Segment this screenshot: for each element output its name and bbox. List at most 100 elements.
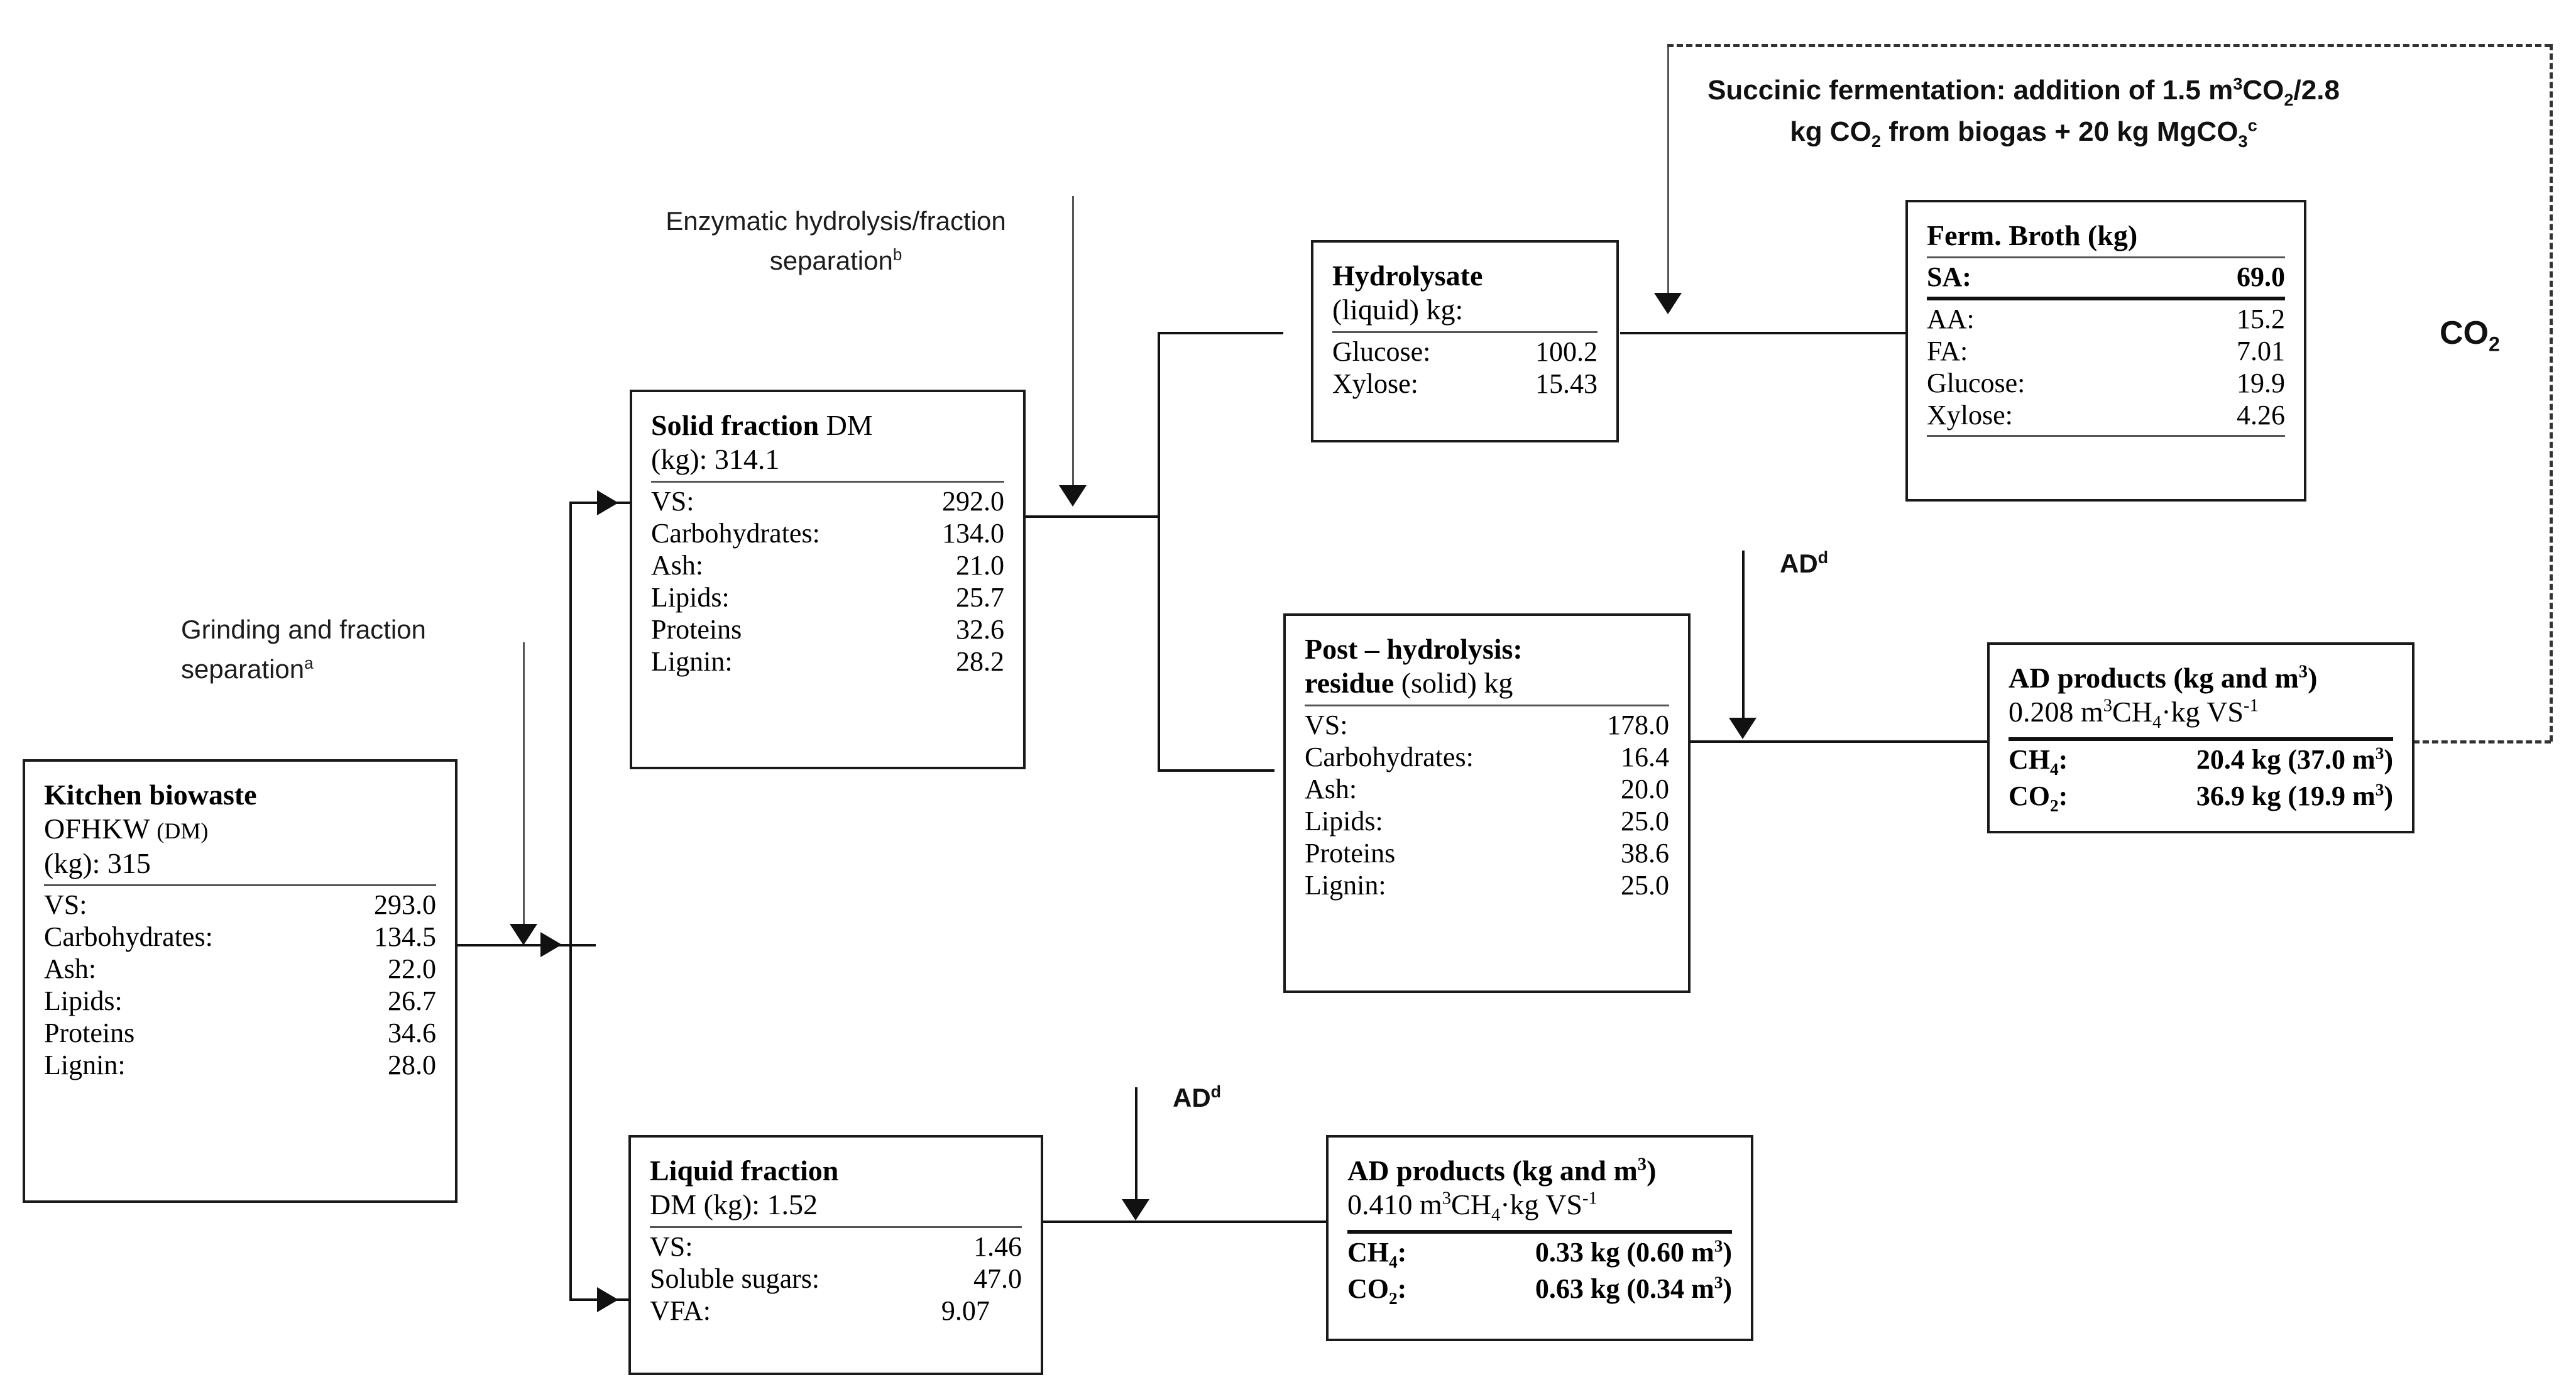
table-row: AA:15.2 (1927, 303, 2285, 335)
row-value: 32.6 (956, 613, 1004, 645)
table-row: Glucose:100.2 (1332, 336, 1598, 368)
row-key: Ash: (1305, 773, 1357, 804)
row-key: CO2: (2009, 780, 2114, 816)
row-key: CO2: (1347, 1273, 1453, 1308)
table-row: Carbohydrates:134.5 (44, 921, 436, 953)
box-solid-fraction[interactable]: Solid fraction DM (kg): 314.1 VS:292.0 C… (630, 390, 1026, 769)
table-row: VS:178.0 (1305, 709, 1669, 741)
succinic-line1-b: CO (2242, 75, 2284, 106)
post-hydrolysis-solid-kg: (solid) kg (1401, 667, 1513, 700)
liquid-fraction-dm: DM (kg): 1.52 (650, 1188, 818, 1221)
annotation-grinding-note: a (304, 654, 314, 672)
row-value: 178.0 (1607, 709, 1669, 740)
row-key-b: : (2058, 744, 2068, 776)
connector-hydrolysate-to-broth (1620, 332, 1909, 334)
solid-fraction-table: VS:292.0 Carbohydrates: 134.0 Ash:21.0 Li… (651, 485, 1004, 678)
kitchen-biowaste-ofhkw: OFHKW (44, 813, 150, 845)
table-row: Carbohydrates:16.4 (1305, 741, 1669, 773)
box-liquid-fraction[interactable]: Liquid fraction DM (kg): 1.52 VS:1.46 So… (628, 1135, 1043, 1375)
row-key: SA: (1927, 261, 1971, 293)
liquid-fraction-title: Liquid fraction (650, 1155, 839, 1187)
row-value: 15.43 (1535, 368, 1598, 399)
kitchen-biowaste-rule (44, 884, 436, 886)
hydrolysate-rule (1332, 331, 1598, 333)
ferm-broth-rule-mid (1927, 297, 2285, 301)
box-ad-products-bottom[interactable]: AD products (kg and m3) 0.410 m3CH4·kg V… (1326, 1135, 1753, 1341)
post-hydrolysis-table: VS:178.0 Carbohydrates:16.4 Ash:20.0 Lip… (1305, 709, 1669, 901)
box-ferm-broth[interactable]: Ferm. Broth (kg) SA: 69.0 AA:15.2 FA:7.01… (1905, 200, 2306, 502)
table-row: Lipids: 26.7 (44, 985, 436, 1017)
arrowhead-succinic (1654, 293, 1682, 314)
arrowhead-to-solid-fraction (597, 490, 618, 515)
connector-split-vertical (1158, 332, 1160, 772)
row-key: Carbohydrates: (651, 517, 820, 549)
hydrolysate-subtitle: (liquid) kg: (1332, 294, 1464, 326)
row-value: 9.07 (941, 1295, 990, 1326)
table-row: SA: 69.0 (1927, 261, 2285, 293)
table-row: VS:292.0 (651, 485, 1004, 517)
ad-top-title-a: AD products (kg and m (2009, 662, 2299, 694)
ad-bottom-yield-b: CH (1451, 1188, 1491, 1221)
annotation-grinding: Grinding and fraction separationa (181, 610, 508, 689)
connector-split-to-posthydrolysis (1158, 769, 1274, 772)
ad-bottom-yield-sub1: 4 (1491, 1205, 1501, 1226)
row-key: Lipids: (44, 985, 123, 1016)
liquid-fraction-rule (650, 1226, 1022, 1228)
row-value-text: 0.33 kg (0.60 m (1535, 1237, 1714, 1268)
annotation-grinding-line1: Grinding and fraction (181, 615, 426, 644)
table-row: Xylose:15.43 (1332, 368, 1598, 400)
ad-bottom-label: AD (1173, 1083, 1211, 1112)
row-value-text: 0.63 kg (0.34 m (1535, 1273, 1714, 1304)
box-hydrolysate[interactable]: Hydrolysate (liquid) kg: Glucose:100.2 X… (1311, 240, 1619, 442)
connector-solid-out (1026, 515, 1160, 518)
succinic-line1-sub: 2 (2284, 89, 2294, 109)
ad-bottom-yield-c: ·kg VS (1500, 1188, 1583, 1221)
arrow-line-grinding (523, 642, 525, 938)
table-row: Lipids:25.0 (1305, 805, 1669, 837)
row-key: Proteins (651, 613, 742, 645)
ad-top-yield: 0.208 m3CH4·kg VS-1 (2009, 695, 2393, 733)
row-value: 47.0 (973, 1263, 1022, 1294)
row-value: 36.9 kg (19.9 m3) (2114, 780, 2393, 816)
row-value: 22.0 (388, 953, 436, 984)
row-value: 100.2 (1535, 336, 1598, 367)
table-row: FA:7.01 (1927, 335, 2285, 367)
arrowhead-to-liquid-fraction (597, 1287, 618, 1312)
kitchen-biowaste-title: Kitchen biowaste (44, 779, 257, 811)
row-value: 7.01 (2237, 336, 2285, 367)
row-key-a: CO (2009, 780, 2050, 811)
post-hydrolysis-title-line2: residue (solid) kg (1305, 666, 1669, 700)
succinic-line2-sub2: 3 (2238, 131, 2248, 151)
table-row: Lignin:28.0 (44, 1049, 436, 1081)
row-value: 38.6 (1621, 837, 1669, 869)
table-row: Ash:21.0 (651, 549, 1004, 581)
box-kitchen-biowaste[interactable]: Kitchen biowaste OFHKW (DM) (kg): 315 VS… (23, 759, 458, 1203)
box-ad-products-top[interactable]: AD products (kg and m3) 0.208 m3CH4·kg V… (1987, 642, 2414, 833)
solid-fraction-title-bold: Solid fraction (651, 409, 819, 441)
ferm-broth-rule-top (1927, 256, 2285, 259)
kitchen-biowaste-dm: (DM) (156, 818, 209, 844)
table-row: VFA: 9.07 (650, 1295, 1022, 1327)
succinic-line2-sub: 2 (1871, 131, 1881, 151)
arrowhead-grinding (510, 924, 537, 945)
row-value: 134.0 (942, 517, 1004, 549)
row-value: 26.7 (388, 985, 436, 1016)
table-row: VS:1.46 (650, 1231, 1022, 1263)
row-value: 69.0 (2237, 261, 2285, 293)
row-value: 0.63 kg (0.34 m3) (1453, 1273, 1732, 1308)
row-key: CH4: (2009, 743, 2114, 779)
row-value: 25.7 (956, 581, 1004, 613)
ferm-broth-title: Ferm. Broth (kg) (1927, 219, 2138, 251)
row-value: 292.0 (942, 485, 1004, 517)
ad-bottom-title: AD products (kg and m3) (1347, 1154, 1732, 1188)
row-value: 16.4 (1621, 741, 1669, 772)
arrowhead-enzymatic (1059, 485, 1087, 507)
table-row: Lignin:28.2 (651, 645, 1004, 678)
row-key: Xylose: (1927, 400, 2013, 431)
kitchen-biowaste-kg: (kg): 315 (44, 847, 151, 879)
ferm-broth-highlight-table: SA: 69.0 (1927, 261, 2285, 293)
box-post-hydrolysis[interactable]: Post – hydrolysis: residue (solid) kg VS… (1283, 613, 1691, 993)
row-key: VFA: (650, 1295, 711, 1326)
solid-fraction-rule (651, 480, 1004, 483)
